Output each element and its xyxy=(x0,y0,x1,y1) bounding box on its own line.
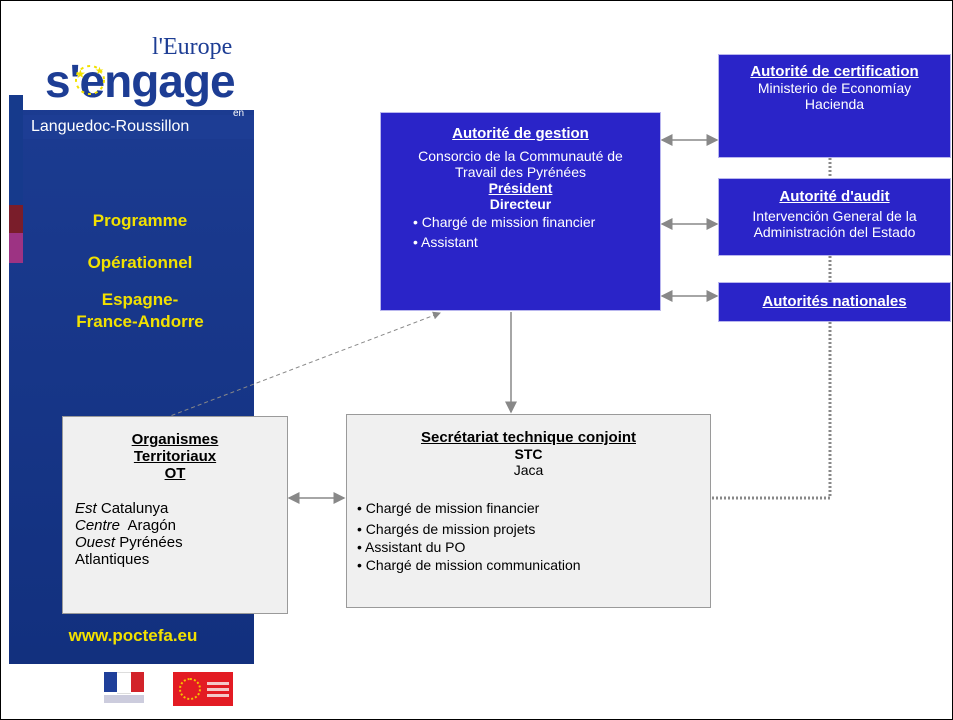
gestion-title: Autorité de gestion xyxy=(452,125,589,142)
band-blue xyxy=(9,95,23,205)
eu-stars-icon: ★ ★ xyxy=(75,65,105,95)
logo-area xyxy=(9,12,254,110)
ot-row-3-region: Ouest xyxy=(75,534,116,551)
gestion-org-2: Travail des Pyrénées xyxy=(455,164,586,180)
box-audit: Autorité d'audit Intervención General de… xyxy=(718,178,951,256)
stc-bullet-4: • Chargé de mission communication xyxy=(357,557,581,573)
gestion-org: Consorcio de la Communauté de xyxy=(418,148,623,164)
box-nationales: Autorités nationales xyxy=(718,282,951,322)
gestion-directeur: Directeur xyxy=(489,196,552,212)
ot-row-2-name: Aragón xyxy=(120,517,176,534)
region-label: Languedoc-Roussillon xyxy=(9,115,254,139)
ot-row-1: Est Catalunya xyxy=(63,500,287,517)
stc-title: Secrétariat technique conjoint xyxy=(420,429,637,446)
program-line-2: Opérationnel xyxy=(87,253,193,272)
stc-sub: STC xyxy=(514,446,543,462)
certification-line-1: Ministerio de Economíay xyxy=(757,80,912,96)
ot-title-1: Organismes xyxy=(131,431,219,448)
ot-row-1-region: Est xyxy=(75,500,97,517)
gestion-president: Président xyxy=(488,180,553,196)
ot-row-2-region: Centre xyxy=(75,517,121,534)
dashed-ot-gestion xyxy=(164,311,441,419)
svg-text:★: ★ xyxy=(75,67,86,81)
logo-en: en xyxy=(233,108,245,119)
band-red xyxy=(9,205,23,233)
box-ot: Organismes Territoriaux OT Est Catalunya… xyxy=(62,416,288,614)
website-link[interactable]: www.poctefa.eu xyxy=(68,626,198,645)
box-stc: Secrétariat technique conjoint STC Jaca … xyxy=(346,414,711,608)
ot-row-3: Ouest Pyrénées xyxy=(63,534,287,551)
ot-title-3: OT xyxy=(164,465,186,482)
audit-line-1: Intervención General de la xyxy=(752,208,917,224)
france-flag-icon xyxy=(104,672,144,706)
ot-title-2: Territoriaux xyxy=(133,448,217,465)
program-line-3: Espagne- France-Andorre xyxy=(76,290,204,331)
stc-bullet-2: • Chargés de mission projets xyxy=(357,521,536,537)
ot-row-1-name: Catalunya xyxy=(96,500,169,517)
program-line-1: Programme xyxy=(92,211,188,230)
gestion-bullet-2: • Assistant xyxy=(413,234,478,250)
band-purple xyxy=(9,233,23,263)
certification-title: Autorité de certification xyxy=(750,63,919,80)
audit-line-2: Administración del Estado xyxy=(753,224,916,240)
nationales-title: Autorités nationales xyxy=(762,293,907,310)
box-certification: Autorité de certification Ministerio de … xyxy=(718,54,951,158)
certification-line-2: Hacienda xyxy=(804,96,865,112)
dotted-nationales-stc xyxy=(712,322,832,500)
ot-row-2: Centre Aragón xyxy=(63,517,287,534)
box-gestion: Autorité de gestion Consorcio de la Comm… xyxy=(380,112,661,311)
ot-row-3-name: Pyrénées xyxy=(115,534,183,551)
logo-l-europe: l'Europe xyxy=(152,34,233,60)
region-logo-icon xyxy=(173,672,233,706)
svg-text:★: ★ xyxy=(95,66,104,77)
gestion-bullet-1: • Chargé de mission financier xyxy=(413,214,596,230)
stc-bullet-1: • Chargé de mission financier xyxy=(357,500,540,516)
ot-row-4: Atlantiques xyxy=(75,551,150,568)
stc-bullet-3: • Assistant du PO xyxy=(357,539,466,555)
stc-city: Jaca xyxy=(513,462,544,478)
audit-title: Autorité d'audit xyxy=(779,188,890,205)
